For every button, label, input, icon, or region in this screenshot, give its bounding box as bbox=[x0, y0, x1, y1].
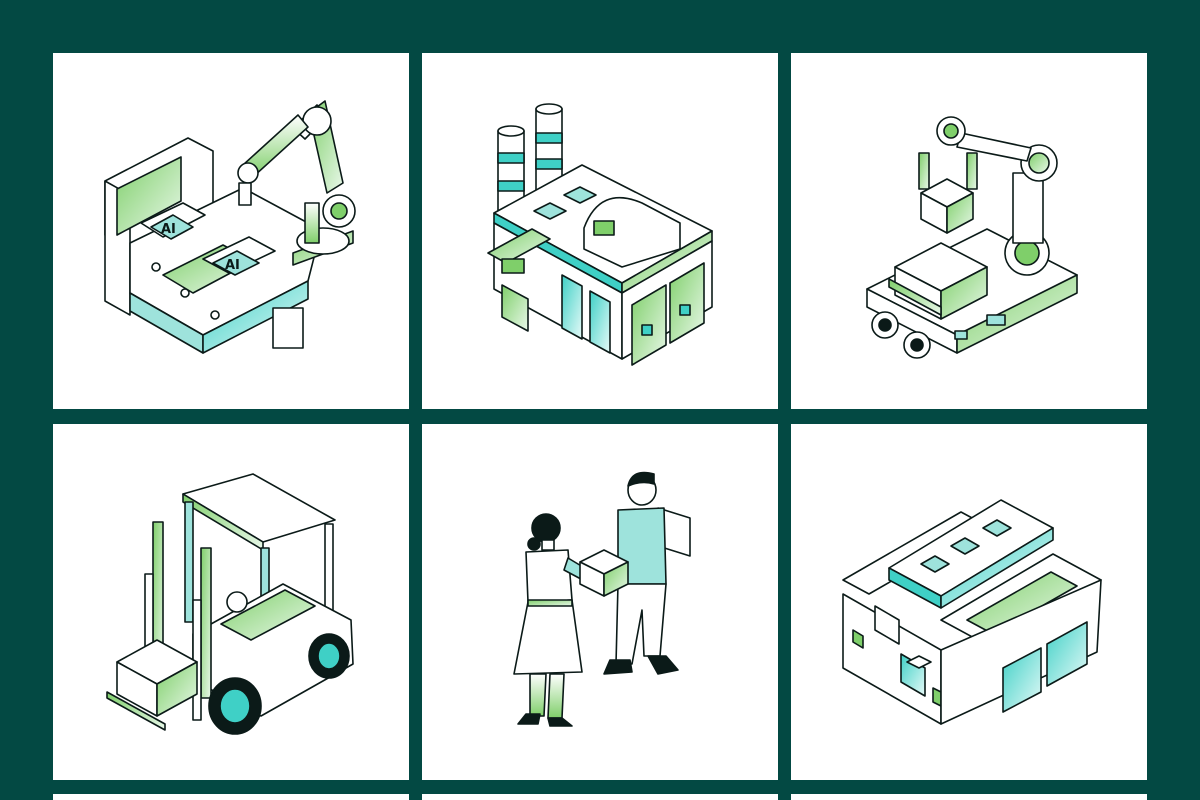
robot-arm-vehicle-icon bbox=[866, 116, 1078, 359]
illustration-tile-forklift bbox=[53, 424, 409, 780]
illustration-tile-robot-vehicle bbox=[791, 53, 1147, 409]
illustration-tile-partial-1 bbox=[53, 794, 409, 800]
factory-building-icon bbox=[487, 103, 713, 366]
ai-chip-1: AI bbox=[150, 214, 194, 240]
package-handover-people-icon bbox=[513, 471, 691, 727]
illustration-tile-warehouse bbox=[791, 424, 1147, 780]
forklift-icon bbox=[106, 473, 354, 735]
illustration-tile-partial-3 bbox=[791, 794, 1147, 800]
illustration-tile-package-handover bbox=[422, 424, 778, 780]
ai-chip-2: AI bbox=[212, 250, 260, 276]
svg-text:AI: AI bbox=[161, 222, 176, 237]
illustration-tile-factory bbox=[422, 53, 778, 409]
illustration-tile-ai-conveyor: AI AI bbox=[53, 53, 409, 409]
svg-text:AI: AI bbox=[225, 258, 240, 273]
ai-conveyor-robot-arm-icon: AI AI bbox=[104, 100, 356, 354]
illustration-tile-partial-2 bbox=[422, 794, 778, 800]
warehouse-building-icon bbox=[842, 499, 1102, 725]
